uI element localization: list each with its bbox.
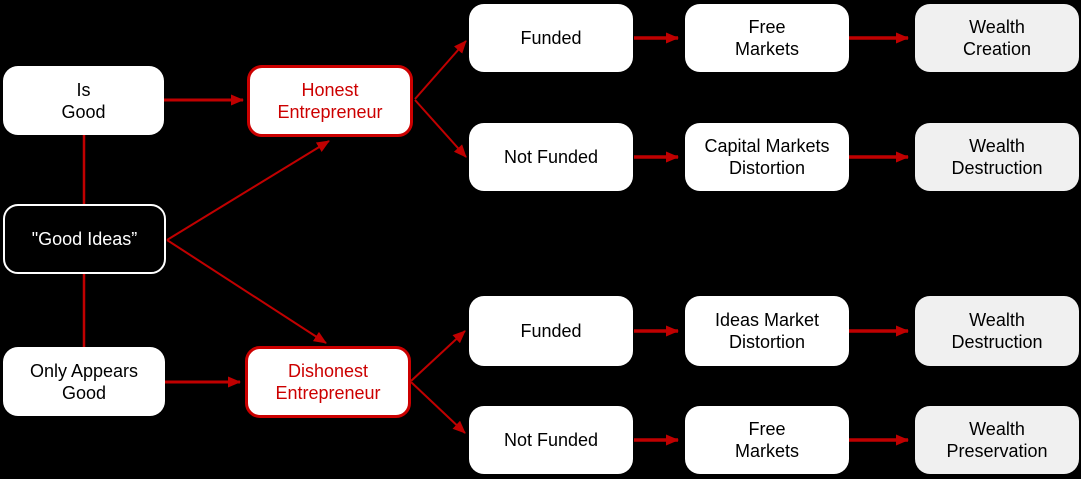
node-free-markets-bottom: Free Markets: [685, 406, 849, 474]
edge-good-ideas-to-dishonest: [166, 239, 327, 344]
node-dishonest-entrepreneur: Dishonest Entrepreneur: [245, 346, 411, 418]
node-capital-markets-distortion: Capital Markets Distortion: [685, 123, 849, 191]
node-good-ideas: "Good Ideas”: [3, 204, 166, 274]
node-ideas-market-distortion: Ideas Market Distortion: [685, 296, 849, 366]
node-wealth-destruction-bottom: Wealth Destruction: [915, 296, 1079, 366]
node-funded-top: Funded: [469, 4, 633, 72]
edge-good-ideas-to-honest: [166, 140, 330, 241]
node-only-appears-good: Only Appears Good: [3, 347, 165, 416]
edge-honest-to-not-funded: [414, 99, 467, 158]
edge-honest-to-funded: [414, 40, 467, 100]
node-honest-entrepreneur: Honest Entrepreneur: [247, 65, 413, 137]
node-wealth-preservation: Wealth Preservation: [915, 406, 1079, 474]
edge-dishonest-to-not-funded: [410, 381, 466, 434]
node-is-good: Is Good: [3, 66, 164, 135]
node-wealth-destruction-top: Wealth Destruction: [915, 123, 1079, 191]
node-not-funded-top: Not Funded: [469, 123, 633, 191]
edge-dishonest-to-funded: [410, 330, 466, 382]
node-free-markets-top: Free Markets: [685, 4, 849, 72]
node-wealth-creation: Wealth Creation: [915, 4, 1079, 72]
node-funded-bottom: Funded: [469, 296, 633, 366]
node-not-funded-bottom: Not Funded: [469, 406, 633, 474]
